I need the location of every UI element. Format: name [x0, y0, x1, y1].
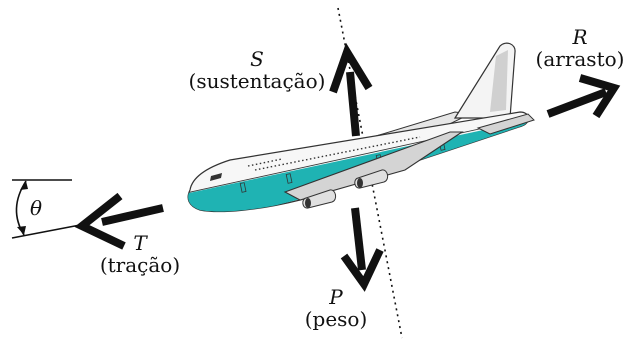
horizontal-stabilizer: [476, 113, 535, 135]
lift-name: (sustentação): [188, 69, 326, 93]
lift-arrow-icon: [329, 42, 373, 137]
airplane-icon: [187, 42, 535, 213]
angle-label: θ: [26, 197, 46, 219]
cheatline: [188, 118, 526, 194]
lift-symbol: S: [250, 47, 264, 71]
weight-label: P (peso): [296, 286, 376, 330]
upper-deck-windows: [247, 158, 283, 167]
near-wing: [283, 131, 464, 201]
engine-icon: [302, 189, 337, 209]
engine-icon: [354, 169, 389, 189]
drag-symbol: R: [572, 25, 588, 49]
weight-arrow-icon: [340, 207, 384, 292]
thrust-name: (tração): [99, 253, 181, 277]
angle-arrowhead-top: [20, 181, 28, 190]
passenger-windows: [254, 136, 421, 171]
tail-fin-shade: [490, 50, 508, 112]
angle-symbol: θ: [29, 196, 43, 220]
lift-label: S (sustentação): [182, 48, 332, 92]
door: [239, 182, 247, 193]
cockpit-window: [210, 173, 222, 181]
weight-symbol: P: [329, 285, 343, 309]
weight-name: (peso): [304, 307, 368, 331]
drag-arrow-icon: [546, 74, 621, 119]
angle-arrowhead-bottom: [17, 226, 26, 235]
door: [285, 173, 293, 184]
drag-label: R (arrasto): [532, 26, 628, 70]
thrust-arrow-icon: [74, 192, 164, 250]
thrust-symbol: T: [133, 231, 147, 255]
thrust-label: T (tração): [92, 232, 188, 276]
drag-name: (arrasto): [535, 47, 625, 71]
thrust-direction-line: [11, 224, 81, 239]
